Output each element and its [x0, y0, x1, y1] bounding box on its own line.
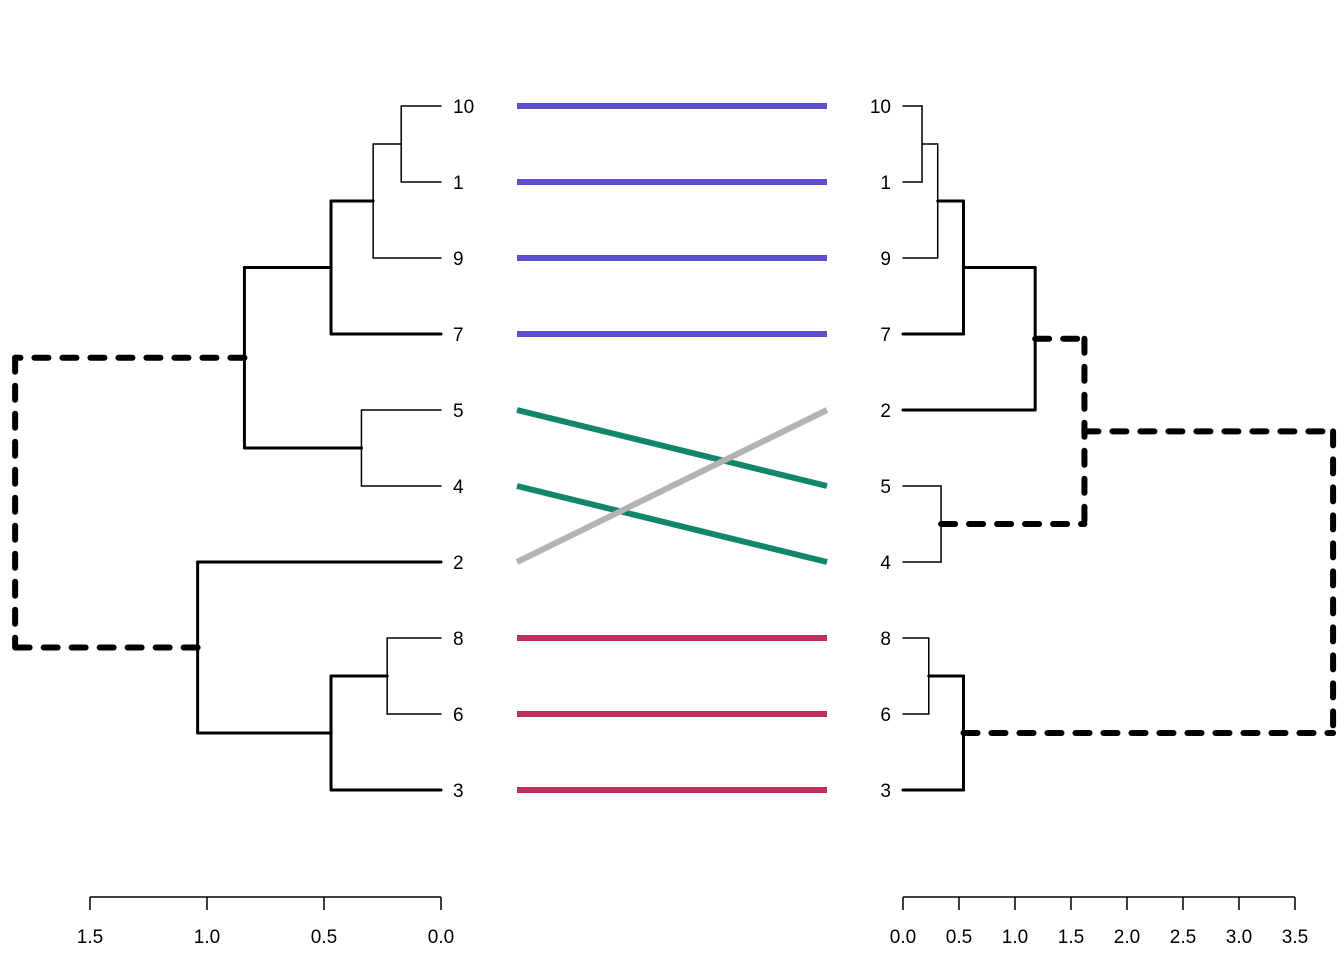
axis-tick-label: 1.0 [1002, 927, 1028, 948]
leaf-label-1: 1 [880, 173, 891, 194]
right-axis: 0.0 0.5 1.0 1.5 2.0 2.5 3.0 3.5 [890, 896, 1308, 948]
leaf-label-10: 10 [870, 97, 891, 118]
axis-tick-label: 1.0 [194, 927, 220, 948]
axis-tick-label: 0.5 [946, 927, 972, 948]
axis-tick-label: 3.0 [1226, 927, 1252, 948]
axis-tick-label: 3.5 [1282, 927, 1308, 948]
leaf-label-9: 9 [880, 249, 891, 270]
leaf-label-4: 4 [453, 477, 464, 498]
connector-line-2 [515, 407, 829, 565]
leaf-label-5: 5 [453, 401, 464, 422]
connector-line-4 [516, 483, 828, 565]
leaf-label-1: 1 [453, 173, 464, 194]
leaf-label-9: 9 [453, 249, 464, 270]
leaf-label-8: 8 [453, 629, 464, 650]
leaf-label-7: 7 [880, 325, 891, 346]
leaf-label-3: 3 [880, 781, 891, 802]
axis-tick-label: 0.0 [428, 927, 454, 948]
axis-tick-label: 1.5 [77, 927, 103, 948]
leaf-label-8: 8 [880, 629, 891, 650]
leaf-label-3: 3 [453, 781, 464, 802]
right-dendrogram: 10 1 9 7 2 5 4 8 6 3 [870, 97, 1337, 802]
leaf-label-6: 6 [880, 705, 891, 726]
left-dendrogram: 10 1 9 7 5 4 2 8 6 3 [12, 97, 474, 802]
left-axis: 1.5 1.0 0.5 0.0 [77, 896, 454, 948]
leaf-label-5: 5 [880, 477, 891, 498]
leaf-label-4: 4 [880, 553, 891, 574]
axis-tick-label: 0.0 [890, 927, 916, 948]
axis-tick-label: 1.5 [1058, 927, 1084, 948]
connector-line-5 [516, 407, 828, 489]
leaf-label-10: 10 [453, 97, 474, 118]
leaf-label-6: 6 [453, 705, 464, 726]
axis-tick-label: 2.0 [1114, 927, 1140, 948]
leaf-label-7: 7 [453, 325, 464, 346]
connecting-lines [515, 103, 829, 793]
axis-tick-label: 2.5 [1170, 927, 1196, 948]
leaf-label-2: 2 [880, 401, 891, 422]
leaf-label-2: 2 [453, 553, 464, 574]
axis-tick-label: 0.5 [311, 927, 337, 948]
